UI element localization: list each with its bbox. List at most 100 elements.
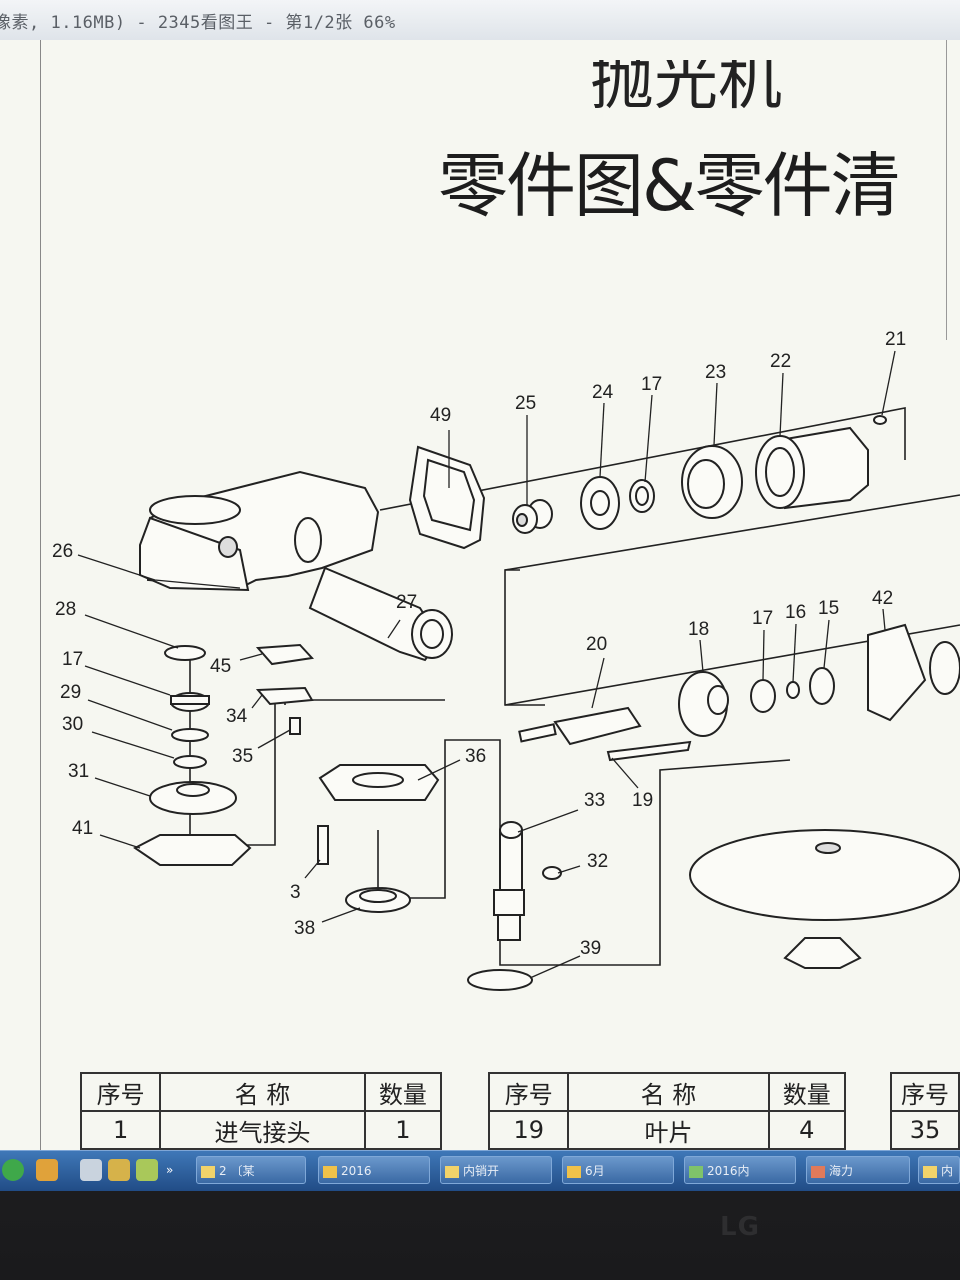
page-border [946, 40, 947, 340]
taskbar-button[interactable]: 内 [918, 1156, 960, 1184]
taskbar-button[interactable]: 2016 [318, 1156, 430, 1184]
washer-part [786, 681, 800, 699]
bushing-part [809, 667, 835, 705]
part-label: 49 [430, 405, 451, 426]
column-header-no: 序号 [79, 1072, 162, 1112]
table-row: 1 进气接头 1 [79, 1110, 443, 1150]
polishing-pad-part [689, 829, 960, 921]
taskbar-button[interactable]: 6月 [562, 1156, 674, 1184]
part-label: 38 [294, 918, 315, 939]
cylinder-part [755, 426, 869, 510]
monitor-brand-logo: LG [720, 1212, 760, 1242]
taskbar-button-label: 内销开 [463, 1164, 500, 1178]
app-icon[interactable] [80, 1159, 102, 1181]
document-heading: 零件图&零件清 [438, 145, 901, 227]
part-label: 20 [586, 634, 607, 655]
part-label: 39 [580, 938, 601, 959]
column-header-no: 序号 [890, 1072, 960, 1112]
cell-name: 进气接头 [159, 1110, 366, 1150]
part-label: 21 [885, 329, 906, 350]
flange-part [149, 781, 237, 815]
plate-part [255, 686, 314, 706]
housing-part [139, 470, 380, 592]
key-part [542, 866, 562, 880]
part-label: 17 [641, 374, 662, 395]
parts-table-2: 序号 名 称 数量 19 叶片 4 [487, 1072, 847, 1150]
document-page: 抛光机 零件图&零件清 [0, 40, 960, 1150]
part-label: 42 [872, 588, 893, 609]
cell-no: 35 [890, 1110, 960, 1150]
part-label: 18 [688, 619, 709, 640]
part-label: 26 [52, 541, 73, 562]
part-label: 45 [210, 656, 231, 677]
spring-part [173, 755, 207, 769]
part-label: 15 [818, 598, 839, 619]
pin-part [873, 415, 887, 425]
document-icon [923, 1165, 937, 1178]
plate-part [255, 643, 315, 666]
vane-part [606, 740, 692, 762]
part-label: 28 [55, 599, 76, 620]
taskbar-button-label: 2016 [341, 1164, 372, 1178]
washer-part [171, 728, 209, 742]
bearing-part [750, 679, 776, 713]
part-label: 41 [72, 818, 93, 839]
cell-name: 叶片 [567, 1110, 770, 1150]
cell-no: 1 [79, 1110, 162, 1150]
part-label: 29 [60, 682, 81, 703]
taskbar-button-label: 6月 [585, 1164, 605, 1178]
assembly-guide [379, 407, 906, 511]
column-header-qty: 数量 [767, 1072, 847, 1112]
pad-holder-part [783, 937, 862, 969]
cell-qty: 4 [767, 1110, 847, 1150]
part-label: 16 [785, 602, 806, 623]
part-label: 25 [515, 393, 536, 414]
title-bar[interactable]: 像素, 1.16MB) - 2345看图王 - 第1/2张 66% [0, 0, 960, 41]
spreadsheet-icon [689, 1165, 703, 1178]
part-label: 17 [62, 649, 83, 670]
browser-icon[interactable] [36, 1159, 58, 1181]
part-label: 3 [290, 882, 301, 903]
part-label: 34 [226, 706, 248, 727]
washer-part [164, 645, 206, 661]
column-header-name: 名 称 [159, 1072, 366, 1112]
side-handle-part [308, 566, 453, 662]
chevron-right-icon[interactable]: » [166, 1163, 174, 1177]
taskbar-button-label: 内 [941, 1164, 954, 1178]
assembly-guide [504, 494, 960, 571]
screen: 像素, 1.16MB) - 2345看图王 - 第1/2张 66% 抛光机 零件… [0, 0, 960, 1191]
cell-no: 19 [487, 1110, 570, 1150]
taskbar-button[interactable]: 内销开 [440, 1156, 552, 1184]
part-label: 32 [587, 851, 608, 872]
folder-icon [567, 1165, 581, 1178]
column-header-qty: 数量 [363, 1072, 443, 1112]
part-label: 31 [68, 761, 89, 782]
part-label: 30 [62, 714, 83, 735]
taskbar-button-label: 2 〔某 [219, 1164, 255, 1178]
start-orb-icon[interactable] [2, 1159, 24, 1181]
taskbar-button-label: 海力 [829, 1164, 854, 1178]
part-label: 17 [752, 608, 773, 629]
gasket-part [867, 623, 927, 722]
taskbar-button[interactable]: 2 〔某 [196, 1156, 306, 1184]
folder-icon [323, 1165, 337, 1178]
image-icon [811, 1165, 825, 1178]
part-label: 35 [232, 746, 253, 767]
parts-table-1: 序号 名 称 数量 1 进气接头 1 [79, 1072, 443, 1150]
assembly-guide [504, 569, 545, 706]
app-icon[interactable] [136, 1159, 158, 1181]
column-header-no: 序号 [487, 1072, 570, 1112]
rotor-part [553, 706, 642, 746]
taskbar: » 2 〔某 2016 内销开 6月 2016内 海力 内 [0, 1150, 960, 1191]
window-title: 像素, 1.16MB) - 2345看图王 - 第1/2张 66% [0, 13, 396, 33]
taskbar-button[interactable]: 海力 [806, 1156, 910, 1184]
app-icon[interactable] [108, 1159, 130, 1181]
part-label: 27 [396, 592, 417, 613]
bearing-cap-part [512, 499, 553, 534]
part-label: 36 [465, 746, 486, 767]
cell-qty: 1 [363, 1110, 443, 1150]
taskbar-button[interactable]: 2016内 [684, 1156, 796, 1184]
exploded-parts-diagram: 21 22 23 17 24 25 49 26 27 28 45 17 34 2… [52, 329, 960, 991]
table-row: 19 叶片 4 [487, 1110, 847, 1150]
